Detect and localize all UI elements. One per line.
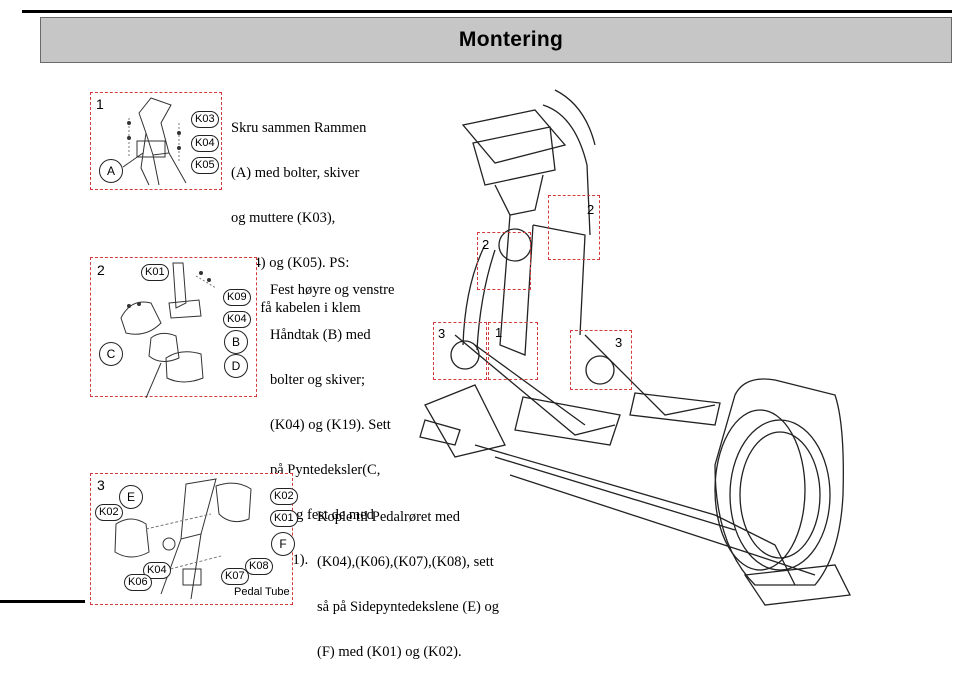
step-1-number: 1 (96, 96, 104, 112)
part-circle-B: B (224, 330, 248, 354)
part-circle-D: D (224, 354, 248, 378)
part-circle-A: A (99, 159, 123, 183)
machine-callout-2-left: 2 (477, 232, 531, 290)
step-1-line: og muttere (K03), (231, 209, 336, 226)
part-label-K05: K05 (191, 157, 219, 174)
step-2-number: 2 (97, 262, 105, 278)
step-3-line: (K04),(K06),(K07),(K08), sett (317, 553, 494, 570)
step-1-line: (A) med bolter, skiver (231, 164, 360, 181)
step-2-line: bolter og skiver; (270, 371, 366, 388)
callout-number: 1 (495, 325, 503, 340)
top-rule (22, 10, 952, 13)
section-title: Montering (458, 28, 564, 51)
step-2-diagram: 2 K01 K09 K04 C B D (90, 257, 257, 398)
machine-callout-3-left: 3 (433, 322, 487, 380)
step-3-number: 3 (97, 477, 105, 493)
part-label-K04: K04 (191, 135, 219, 152)
part-label-K04: K04 (143, 562, 171, 579)
part-label-K01: K01 (141, 264, 169, 281)
step-1-diagram: 1 K03 K04 K05 A (90, 92, 222, 190)
step-3-pedal-tube-drawing (114, 478, 252, 600)
part-label-K04: K04 (223, 311, 251, 328)
callout-number: 2 (482, 237, 490, 252)
callout-number: 3 (438, 326, 446, 341)
part-label-K09: K09 (223, 289, 251, 306)
step-3-line: så på Sidepyntedekslene (E) og (317, 598, 500, 615)
part-circle-F: F (271, 532, 295, 556)
step-2-line: (K04) og (K19). Sett (270, 416, 391, 433)
machine-callout-2-top: 2 (548, 195, 600, 260)
step-2-line: Fest høyre og venstre (270, 281, 395, 298)
part-label-K06: K06 (124, 574, 152, 591)
step-2-handle-drawing (120, 262, 217, 398)
part-label-K01: K01 (270, 510, 298, 527)
part-label-K07: K07 (221, 568, 249, 585)
step-3-diagram: 3 K02 K04 K06 K07 K08 K02 K01 E F Pedal … (90, 473, 298, 605)
elliptical-machine-drawing (419, 89, 851, 606)
step-1-line: Skru sammen Rammen (231, 119, 367, 136)
callout-number: 3 (615, 335, 623, 350)
machine-callout-3-right: 3 (570, 330, 632, 390)
bottom-rule (0, 600, 85, 603)
pedal-tube-caption: Pedal Tube (234, 586, 290, 598)
step-2-line: Håndtak (B) med (270, 326, 371, 343)
part-label-K02: K02 (270, 488, 298, 505)
step-1-frame-drawing (122, 97, 187, 186)
machine-callout-1: 1 (488, 322, 538, 380)
part-label-K02: K02 (95, 504, 123, 521)
part-label-K03: K03 (191, 111, 219, 128)
part-circle-C: C (99, 342, 123, 366)
part-circle-E: E (119, 485, 143, 509)
part-label-K08: K08 (245, 558, 273, 575)
step-3-line: Kople til Pedalrøret med (317, 508, 460, 525)
section-header: Montering (40, 17, 952, 63)
callout-number: 2 (587, 202, 595, 217)
